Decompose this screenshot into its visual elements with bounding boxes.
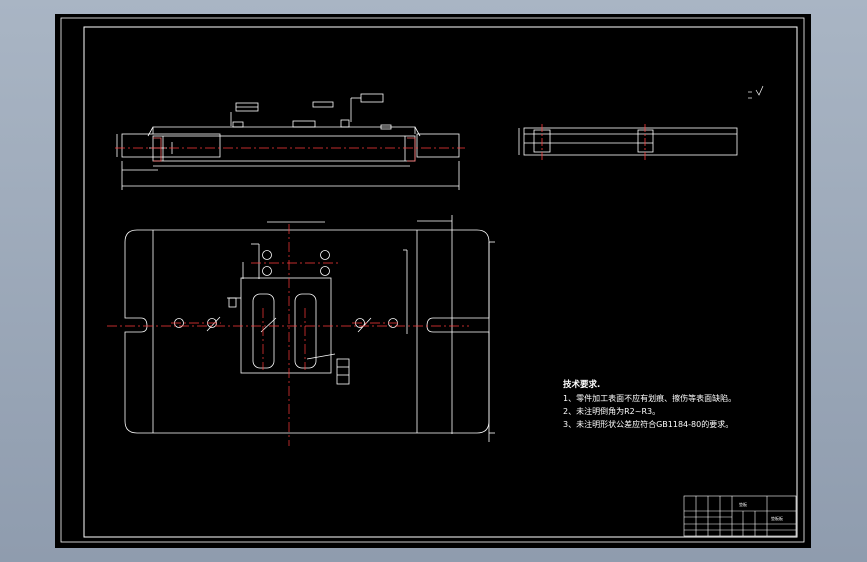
front-top-edge: [152, 126, 416, 134]
notes-title: 技术要求.: [563, 380, 601, 390]
drawing-canvas: 垫板 垫板板: [60, 17, 805, 543]
side-body: [523, 127, 738, 156]
side-view: [518, 124, 738, 160]
slot-right: [294, 293, 317, 369]
drawing-sheet[interactable]: 垫板 垫板板 技术要求. 1、零件加工表面不应有划痕、擦伤等表面缺陷。 2、未注…: [55, 14, 811, 548]
datum-callout-2: [360, 93, 384, 103]
title-block-name: 垫板: [739, 501, 747, 507]
front-left-flange: [121, 133, 221, 158]
datum-box: [336, 358, 350, 385]
roughness-symbol: [748, 85, 764, 99]
front-right-flange: [416, 133, 460, 158]
slot-left: [252, 293, 275, 369]
front-view: [116, 93, 460, 190]
outer-frame: [60, 17, 805, 543]
note-2: 2、未注明倒角为R2~R3。: [563, 407, 661, 416]
top-view: [124, 215, 495, 442]
plate-outline: [124, 229, 490, 434]
technical-notes: 技术要求. 1、零件加工表面不应有划痕、擦伤等表面缺陷。 2、未注明倒角为R2~…: [563, 379, 736, 431]
mounting-holes: [174, 250, 398, 328]
title-block-drawing-no: 垫板板: [771, 515, 783, 521]
top-center-lines: [107, 224, 469, 446]
title-block: [683, 495, 797, 537]
slot-pocket: [240, 277, 332, 374]
note-3: 3、未注明形状公差应符合GB1184-80的要求。: [563, 420, 734, 429]
inner-frame: [83, 26, 798, 538]
note-1: 1、零件加工表面不应有划痕、擦伤等表面缺陷。: [563, 394, 737, 403]
